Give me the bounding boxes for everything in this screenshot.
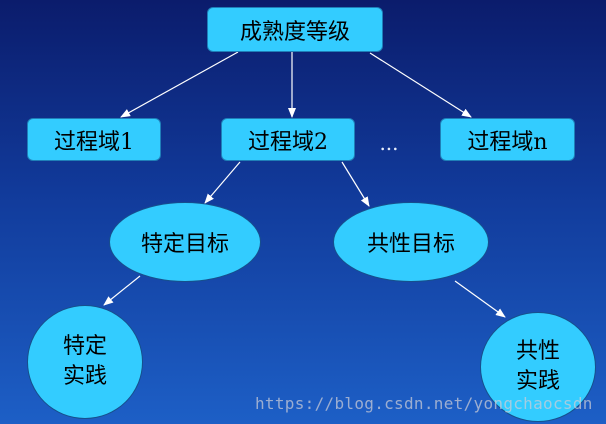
- node-specific-practice-line-1: 特定: [62, 334, 107, 359]
- process-area-ellipsis: ...: [379, 131, 399, 155]
- node-maturity-level: 成熟度等级: [207, 7, 383, 52]
- node-process-area-2: 过程域2: [221, 118, 355, 161]
- node-generic-goal-label: 共性目标: [366, 232, 455, 257]
- arrow-process-area-2-to-specific-goal: [204, 161, 241, 204]
- node-specific-practice-line-2: 实践: [62, 364, 107, 389]
- node-process-area-2-label: 过程域2: [248, 129, 328, 155]
- node-generic-practice-line-1: 共性: [515, 339, 560, 364]
- node-process-area-n: 过程域n: [440, 118, 575, 161]
- arrow-generic-goal-to-generic-practice: [454, 280, 506, 318]
- node-process-area-1-label: 过程域1: [54, 129, 134, 155]
- node-process-area-1: 过程域1: [27, 118, 161, 161]
- node-specific-goal-label: 特定目标: [140, 232, 229, 257]
- arrow-process-area-2-to-generic-goal: [341, 161, 370, 207]
- node-generic-practice: 共性 实践: [480, 312, 596, 422]
- node-generic-goal: 共性目标: [333, 202, 489, 282]
- node-process-area-n-label: 过程域n: [467, 129, 548, 155]
- node-specific-practice: 特定 实践: [27, 305, 143, 419]
- arrow-specific-goal-to-specific-practice: [103, 275, 141, 306]
- arrow-root-to-process-area-n: [369, 52, 472, 118]
- arrow-root-to-process-area-1: [120, 51, 239, 118]
- watermark-text: https://blog.csdn.net/yongchaocsdn: [255, 394, 593, 413]
- node-generic-practice-line-2: 实践: [515, 369, 560, 394]
- node-specific-goal: 特定目标: [109, 202, 261, 282]
- node-maturity-level-label: 成熟度等级: [239, 19, 350, 45]
